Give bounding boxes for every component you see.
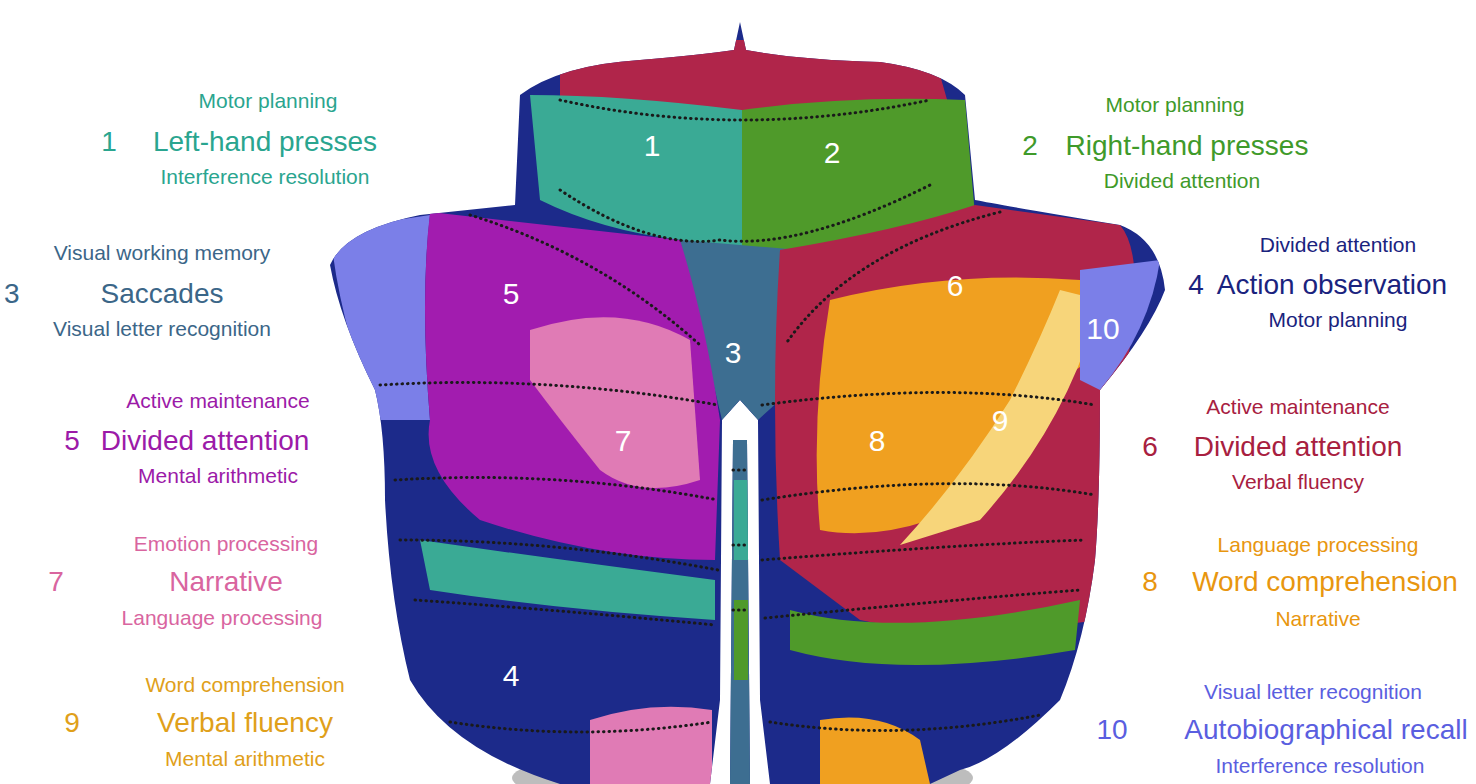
network-number: 10: [1096, 715, 1127, 746]
lobule-boundary: [380, 100, 1095, 732]
function-label: Active maintenance: [126, 389, 309, 412]
function-label: Mental arithmetic: [165, 747, 325, 770]
function-label: Motor planning: [199, 89, 338, 112]
region-number: 6: [947, 269, 964, 302]
task-label: Divided attention: [1194, 432, 1403, 463]
region-number: 10: [1086, 312, 1119, 345]
region-number: 8: [869, 424, 886, 457]
network-number: 5: [64, 426, 80, 457]
region-number: 1: [644, 129, 661, 162]
function-label: Mental arithmetic: [138, 464, 298, 487]
task-label: Saccades: [101, 279, 224, 310]
function-label: Visual letter recognition: [1204, 680, 1422, 703]
task-label: Left-hand presses: [153, 127, 377, 158]
function-label: Emotion processing: [134, 532, 318, 555]
function-label: Narrative: [1275, 607, 1360, 630]
network-number: 1: [101, 127, 117, 158]
function-label: Active maintenance: [1206, 395, 1389, 418]
task-label: Right-hand presses: [1066, 131, 1309, 162]
network-number: 9: [64, 708, 80, 739]
task-label: Autobiographical recall: [1184, 715, 1467, 746]
region-number: 9: [992, 404, 1009, 437]
region-map: [300, 0, 1200, 784]
function-label: Verbal fluency: [1232, 470, 1364, 493]
region-number: 4: [503, 659, 520, 692]
region-number: 2: [824, 136, 841, 169]
function-label: Motor planning: [1106, 93, 1245, 116]
function-label: Language processing: [122, 606, 323, 629]
task-label: Divided attention: [101, 426, 310, 457]
function-label: Interference resolution: [1216, 754, 1425, 777]
function-label: Divided attention: [1104, 169, 1260, 192]
function-label: Motor planning: [1269, 308, 1408, 331]
task-label: Word comprehension: [1192, 567, 1458, 598]
region-number: 5: [503, 277, 520, 310]
function-label: Interference resolution: [161, 165, 370, 188]
task-label: Action observation: [1217, 270, 1447, 301]
network-number: 4: [1188, 270, 1204, 301]
task-label: Narrative: [169, 567, 283, 598]
function-label: Divided attention: [1260, 233, 1416, 256]
function-label: Visual working memory: [54, 241, 271, 264]
network-number: 8: [1142, 567, 1158, 598]
network-number: 7: [48, 567, 64, 598]
function-label: Language processing: [1218, 533, 1419, 556]
task-label: Verbal fluency: [157, 708, 333, 739]
region-number: 7: [615, 424, 632, 457]
network-number: 6: [1142, 432, 1158, 463]
network-number: 2: [1022, 131, 1038, 162]
network-number: 3: [4, 279, 20, 310]
region-number: 3: [725, 336, 742, 369]
function-label: Visual letter recognition: [53, 317, 271, 340]
function-label: Word comprehension: [145, 673, 344, 696]
